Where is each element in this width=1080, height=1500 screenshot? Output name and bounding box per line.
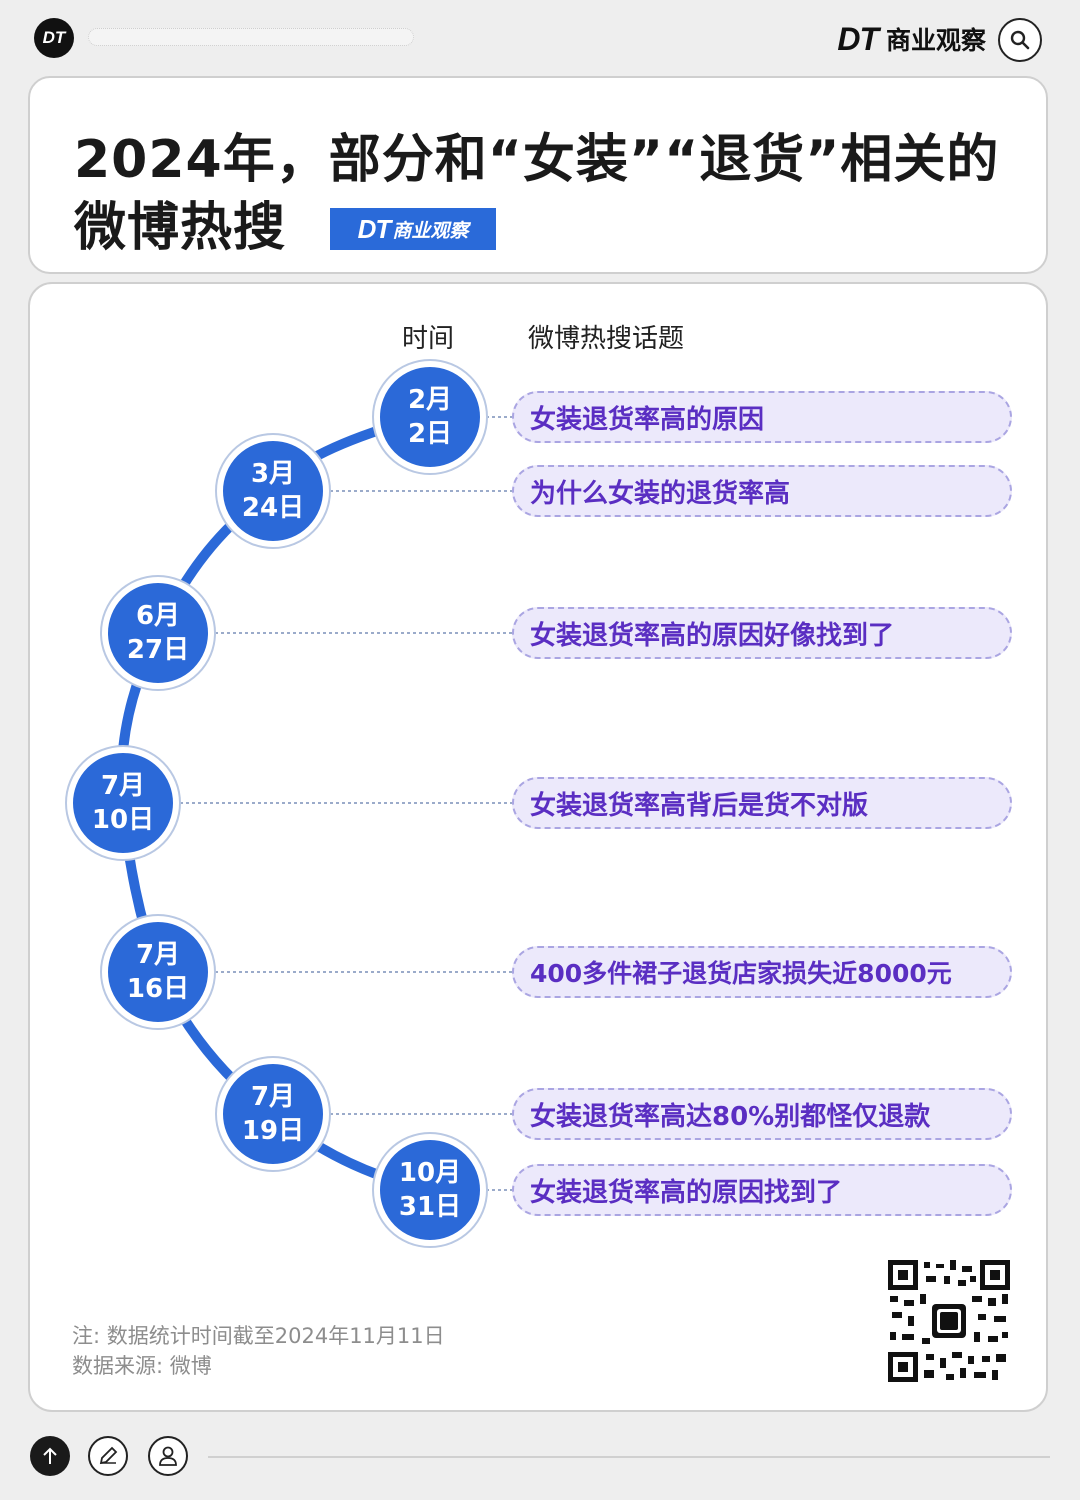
date-node: 10月 31日	[374, 1134, 486, 1246]
date-month: 2月	[407, 385, 453, 415]
date-month: 7月	[100, 771, 146, 801]
brand-name: 商业观察	[885, 26, 986, 55]
edit-button[interactable]	[88, 1436, 128, 1476]
column-header-topic: 微博热搜话题	[528, 324, 685, 354]
profile-button[interactable]	[148, 1436, 188, 1476]
topic-pill: 女装退货率高的原因好像找到了	[512, 607, 1012, 659]
logo-icon[interactable]: DT	[34, 18, 74, 58]
pencil-icon	[99, 1446, 118, 1465]
date-month: 10月	[398, 1158, 462, 1188]
topic-pill: 女装退货率高的原因找到了	[512, 1164, 1012, 1216]
date-day: 31日	[398, 1192, 462, 1222]
date-month: 7月	[250, 1082, 296, 1112]
date-node: 2月 2日	[374, 361, 486, 473]
search-icon	[1010, 30, 1030, 50]
date-day: 2日	[407, 419, 453, 449]
date-month: 6月	[135, 601, 181, 631]
column-header-time: 时间	[402, 324, 455, 354]
date-day: 24日	[241, 493, 305, 523]
scroll-top-button[interactable]	[30, 1436, 70, 1476]
title-card	[28, 76, 1048, 274]
page-title-line1: 2024年，部分和“女装”“退货”相关的	[74, 130, 1000, 190]
date-node: 7月 16日	[102, 916, 214, 1028]
date-day: 27日	[126, 635, 190, 665]
brand-badge: DT 商业观察	[330, 208, 496, 250]
address-bar[interactable]	[88, 28, 414, 46]
badge-text: 商业观察	[392, 219, 469, 242]
date-day: 10日	[91, 805, 155, 835]
topic-pill: 400多件裙子退货店家损失近8000元	[512, 946, 1012, 998]
topic-pill: 女装退货率高达80%别都怪仅退款	[512, 1088, 1012, 1140]
data-source: 数据来源: 微博	[72, 1354, 212, 1378]
badge-mark: DT	[357, 213, 392, 244]
qr-code-icon	[888, 1260, 1010, 1382]
search-button[interactable]	[998, 18, 1042, 62]
date-node: 3月 24日	[217, 435, 329, 547]
toolbar-divider	[208, 1456, 1050, 1458]
date-node: 7月 19日	[217, 1058, 329, 1170]
date-day: 16日	[126, 974, 190, 1004]
page-title-line2: 微博热搜	[74, 198, 287, 258]
date-node: 7月 10日	[67, 747, 179, 859]
arrow-up-icon	[43, 1447, 57, 1464]
brand-logo: DT 商业观察	[837, 20, 986, 58]
date-node: 6月 27日	[102, 577, 214, 689]
user-icon	[159, 1446, 177, 1466]
topic-pill: 女装退货率高的原因	[512, 391, 1012, 443]
topic-pill: 女装退货率高背后是货不对版	[512, 777, 1012, 829]
date-day: 19日	[241, 1116, 305, 1146]
date-month: 3月	[250, 459, 296, 489]
topic-pill: 为什么女装的退货率高	[512, 465, 1012, 517]
date-month: 7月	[135, 940, 181, 970]
footnote: 注: 数据统计时间截至2024年11月11日	[72, 1324, 445, 1348]
brand-mark: DT	[837, 20, 879, 57]
